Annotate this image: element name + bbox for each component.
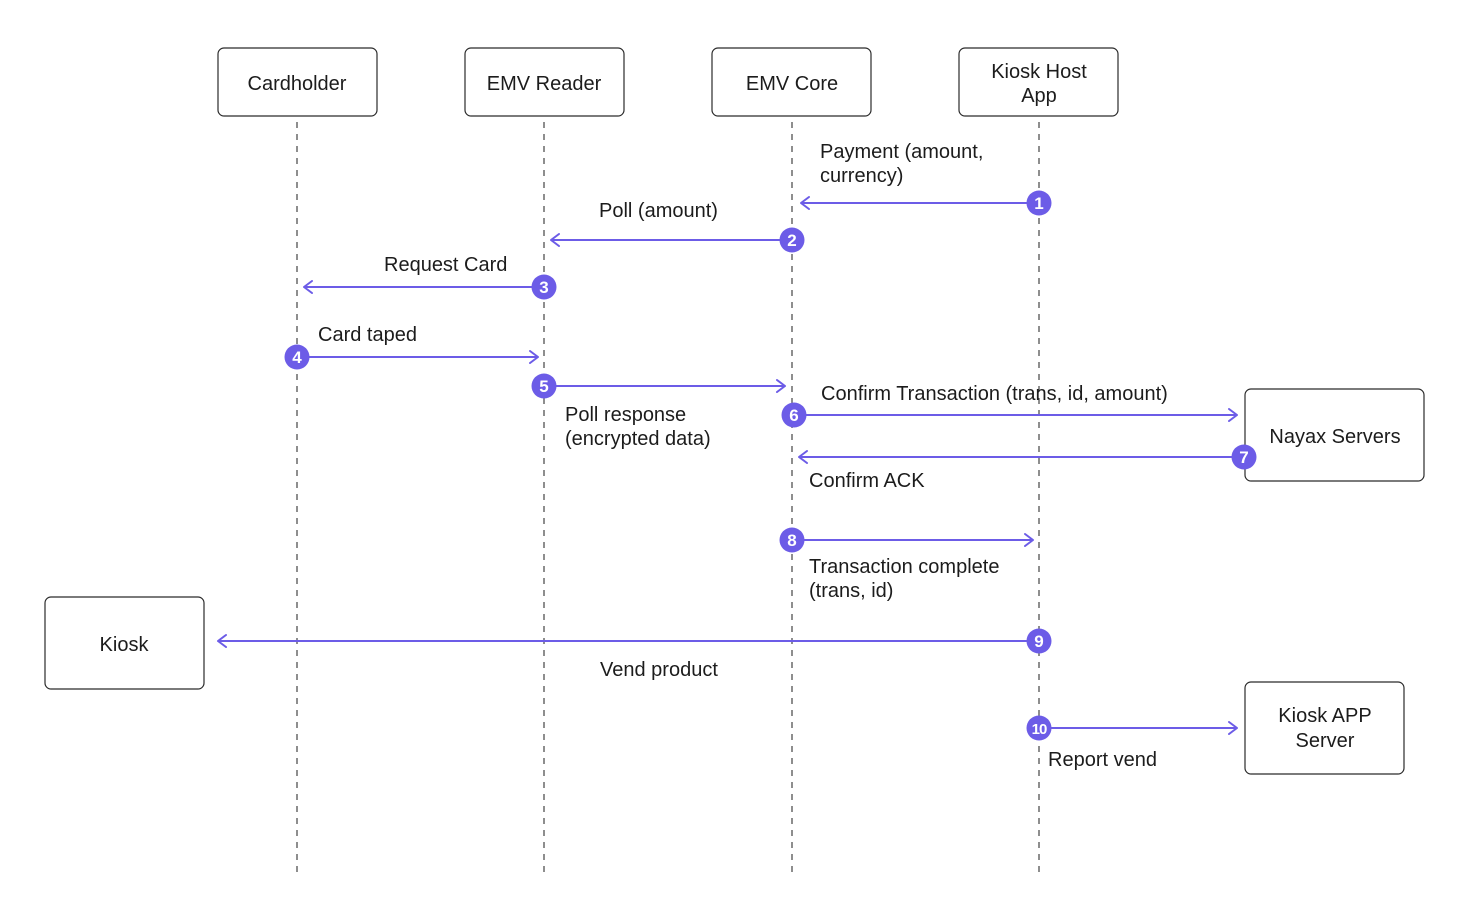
message-1-label-line2: currency) [820, 165, 903, 187]
message-1-label-line1: Payment (amount, [820, 141, 983, 163]
participant-nayax-servers-label: Nayax Servers [1269, 426, 1400, 448]
message-2-step-badge: 2 [787, 231, 796, 250]
message-10-label: Report vend [1048, 749, 1157, 771]
message-2-label: Poll (amount) [599, 200, 718, 222]
participant-kiosk-app-server-label-line1: Kiosk APP [1278, 705, 1371, 727]
message-3-label: Request Card [384, 254, 507, 276]
message-9-step-badge: 9 [1034, 632, 1043, 651]
message-8-label-line1: Transaction complete [809, 556, 999, 578]
participant-kiosk: Kiosk [44, 596, 205, 690]
message-6-step-badge: 6 [789, 406, 798, 425]
message-6: 6 Confirm Transaction (trans, id, amount… [781, 383, 1238, 428]
message-7: 7 Confirm ACK [798, 444, 1257, 492]
message-9: 9 Vend product [217, 628, 1052, 681]
message-5-label-line2: (encrypted data) [565, 428, 711, 450]
message-4-label: Card taped [318, 324, 417, 346]
message-4: 4 Card taped [284, 324, 539, 370]
message-4-step-badge: 4 [292, 348, 302, 367]
participant-emv-reader: EMV Reader [464, 47, 625, 117]
participant-cardholder: Cardholder [217, 47, 378, 117]
message-7-label: Confirm ACK [809, 470, 925, 492]
message-5-label-line1: Poll response [565, 404, 686, 426]
participant-kiosk-app-server: Kiosk APP Server [1244, 681, 1405, 775]
message-1: 1 Payment (amount, currency) [800, 141, 1052, 216]
message-8-label-line2: (trans, id) [809, 580, 893, 602]
participant-kiosk-host-app: Kiosk Host App [958, 47, 1119, 117]
participant-emv-core-label: EMV Core [746, 73, 838, 95]
message-2: 2 Poll (amount) [550, 200, 805, 253]
message-3: 3 Request Card [303, 254, 557, 300]
participant-emv-reader-label: EMV Reader [487, 73, 602, 95]
participant-kiosk-host-app-label-line1: Kiosk Host [991, 61, 1087, 83]
message-10-step-badge: 10 [1032, 721, 1047, 738]
participant-kiosk-host-app-label-line2: App [1021, 85, 1057, 107]
message-5: 5 Poll response (encrypted data) [531, 373, 786, 450]
participant-kiosk-app-server-label-line2: Server [1296, 730, 1355, 752]
message-10: 10 Report vend [1026, 715, 1238, 771]
message-5-step-badge: 5 [539, 377, 548, 396]
participant-cardholder-label: Cardholder [248, 73, 347, 95]
message-8: 8 Transaction complete (trans, id) [779, 527, 1034, 602]
participant-nayax-servers: Nayax Servers [1244, 388, 1425, 482]
message-1-step-badge: 1 [1034, 194, 1043, 213]
participant-emv-core: EMV Core [711, 47, 872, 117]
message-9-label: Vend product [600, 659, 718, 681]
participant-kiosk-label: Kiosk [100, 634, 150, 656]
message-7-step-badge: 7 [1239, 448, 1248, 467]
message-6-label: Confirm Transaction (trans, id, amount) [821, 383, 1168, 405]
message-8-step-badge: 8 [787, 531, 796, 550]
message-3-step-badge: 3 [539, 278, 548, 297]
